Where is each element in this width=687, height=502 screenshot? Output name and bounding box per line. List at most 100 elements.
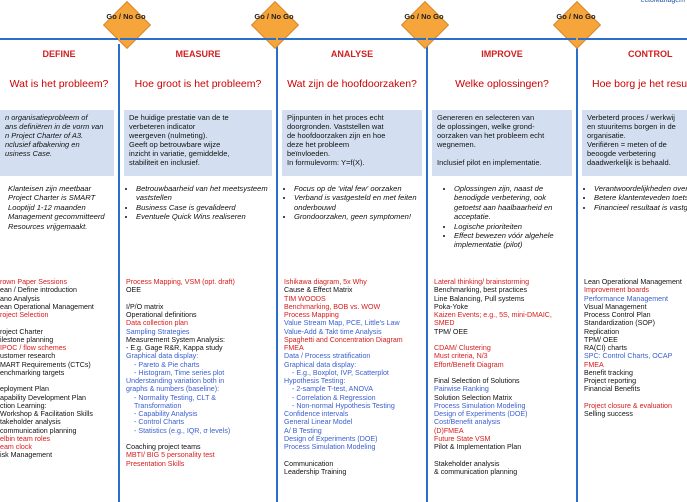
phase-define: DEFINE Wat is het probleem? n organisati…: [0, 38, 118, 502]
tool-item: Financial Benefits: [584, 385, 640, 394]
tool-item: Benchmarking, BOB vs. WOW: [284, 302, 381, 311]
tool-item: Process Control Plan: [584, 311, 651, 319]
phase-title: CONTROL: [578, 38, 687, 68]
corner-label: ectoManagem: [640, 0, 685, 4]
tool-item: Final Selection of Solutions: [434, 377, 520, 385]
tool-item: Pairwise Ranking: [434, 385, 489, 394]
tool-item: communication planning: [0, 426, 77, 435]
tool-item: Communication: [284, 459, 334, 468]
tool-item: ilestone planning: [0, 335, 54, 344]
tool-item: roject Charter: [0, 327, 43, 336]
tool-item: TPM/ OEE: [584, 335, 618, 344]
tool-item: Leadership Training: [284, 467, 347, 476]
tool-item: - E.g., Boxplot, IVP, Scatterplot: [292, 368, 389, 377]
tool-item: CDAM/ Clustering: [434, 344, 491, 352]
tool-item: - Histogram, Time series plot: [134, 368, 225, 377]
tool-item: Replication: [584, 327, 620, 336]
tool-item: I/P/O matrix: [126, 302, 164, 311]
tool-item: eam clock: [0, 443, 32, 451]
tool-item: MART Requirements (CTCs): [0, 360, 91, 369]
tool-item: - Pareto & Pie charts: [134, 360, 200, 369]
phase-title: DEFINE: [0, 38, 118, 68]
tool-item: TIM WOODS: [284, 294, 326, 303]
tool-item: - E.g. Gage R&R, Kappa study: [126, 344, 223, 352]
phase-results: Focus op de 'vital few' oorzaken Verband…: [284, 184, 424, 222]
tool-item: Value Stream Map, PCE, Little's Law: [284, 319, 400, 328]
tool-item: isk Management: [0, 451, 53, 460]
tool-item: Kaizen Events; e.g., 5S, mini-DMAIC,: [434, 311, 552, 319]
phase-results: Verantwoordelijkheden overgedragen naar …: [584, 184, 687, 212]
tool-item: - Non-normal Hypothesis Testing: [292, 401, 395, 410]
tool-item: Stakeholder analysis: [434, 459, 500, 468]
tool-item: elbin team roles: [0, 434, 51, 443]
phase-title: MEASURE: [120, 38, 276, 68]
tool-item: ano Analysis: [0, 294, 40, 303]
tool-item: Process Simulation Modeling: [284, 443, 376, 451]
tool-item: Benchmarking, best practices: [434, 286, 528, 295]
tool-item: Lateral thinking/ brainstorming: [434, 278, 530, 286]
tool-item: Understanding variation both in: [126, 377, 225, 385]
go-no-go-gate: Go / No Go: [250, 0, 300, 50]
tool-item: FMEA: [584, 360, 604, 369]
tool-item: enchmarking targets: [0, 368, 65, 377]
tool-item: Hypothesis Testing:: [284, 377, 346, 385]
phase-title: IMPROVE: [428, 38, 576, 68]
tool-item: Data / Process stratification: [284, 352, 371, 361]
tool-item: Lean Operational Management: [584, 278, 682, 286]
phase-separator: [426, 44, 428, 502]
tool-item: - Normality Testing, CLT &: [134, 393, 216, 402]
tool-item: [0, 377, 116, 385]
phase-question: Hoe groot is het probleem?: [134, 78, 262, 90]
tool-item: Confidence intervals: [284, 410, 349, 418]
tool-item: General Linear Model: [284, 418, 353, 427]
tool-item: Standardization (SOP): [584, 319, 655, 328]
tool-item: - Statistics (e.g., IQR, σ levels): [134, 426, 231, 435]
tool-item: ean Operational Management: [0, 302, 94, 311]
tool-item: Benefit tracking: [584, 368, 633, 377]
tool-item: Visual Management: [584, 302, 647, 311]
tool-item: Effort/Benefit Diagram: [434, 360, 504, 369]
tool-item: Presentation Skills: [126, 459, 185, 468]
tool-item: IPOC / flow schemes: [0, 344, 67, 352]
tool-item: - Control Charts: [134, 418, 185, 427]
tool-item: Process Simulation Modeling: [434, 401, 526, 410]
phase-description: Pijnpunten in het proces echt doorgronde…: [282, 110, 422, 176]
tool-item: SMED: [434, 319, 455, 328]
phase-results: Oplossingen zijn, naast de benodigde ver…: [434, 184, 574, 250]
tool-item: [434, 451, 574, 459]
tool-item: Ishikawa diagram, 5x Why: [284, 278, 367, 286]
tool-item: Line Balancing, Pull systems: [434, 294, 525, 303]
tool-item: Project reporting: [584, 377, 637, 385]
go-no-go-gate: Go / No Go: [102, 0, 152, 50]
tool-item: [434, 369, 574, 377]
tool-item: Poka-Yoke: [434, 302, 469, 311]
tool-item: takeholder analysis: [0, 418, 61, 427]
tool-item: Improvement boards: [584, 286, 650, 295]
tool-item: Process Mapping, VSM (opt. draft): [126, 278, 235, 286]
phase-question: Hoe borg je het resul: [592, 78, 687, 90]
tool-item: Cause & Effect Matrix: [284, 286, 353, 295]
tool-item: roject Selection: [0, 311, 49, 319]
phase-results: Betrouwbaarheid van het meetsysteem vast…: [126, 184, 274, 222]
tool-item: OEE: [126, 286, 141, 295]
tool-item: RA(CI) charts: [584, 344, 627, 352]
tool-item: Data collection plan: [126, 319, 188, 328]
tool-item: TPM/ OEE: [434, 327, 468, 336]
tool-item: Future State VSM: [434, 434, 491, 443]
tool-item: SPC: Control Charts, OCAP: [584, 352, 673, 361]
tool-item: Performance Management: [584, 294, 668, 303]
phase-measure: MEASURE Hoe groot is het probleem? De hu…: [120, 38, 276, 502]
phase-results: Klanteisen zijn meetbaar Project Charter…: [8, 184, 105, 231]
tool-item: - 2-sample T-test, ANOVA: [292, 385, 373, 394]
tool-item: - Correlation & Regression: [292, 393, 376, 402]
phase-question: Welke oplossingen?: [455, 78, 549, 90]
tool-item: Coaching project teams: [126, 443, 201, 451]
tool-item: Graphical data display:: [284, 360, 357, 369]
tool-item: [126, 435, 274, 443]
tool-item: Design of Experiments (DOE): [434, 410, 528, 418]
tool-item: - Capability Analysis: [134, 410, 198, 418]
phase-separator: [276, 44, 278, 502]
